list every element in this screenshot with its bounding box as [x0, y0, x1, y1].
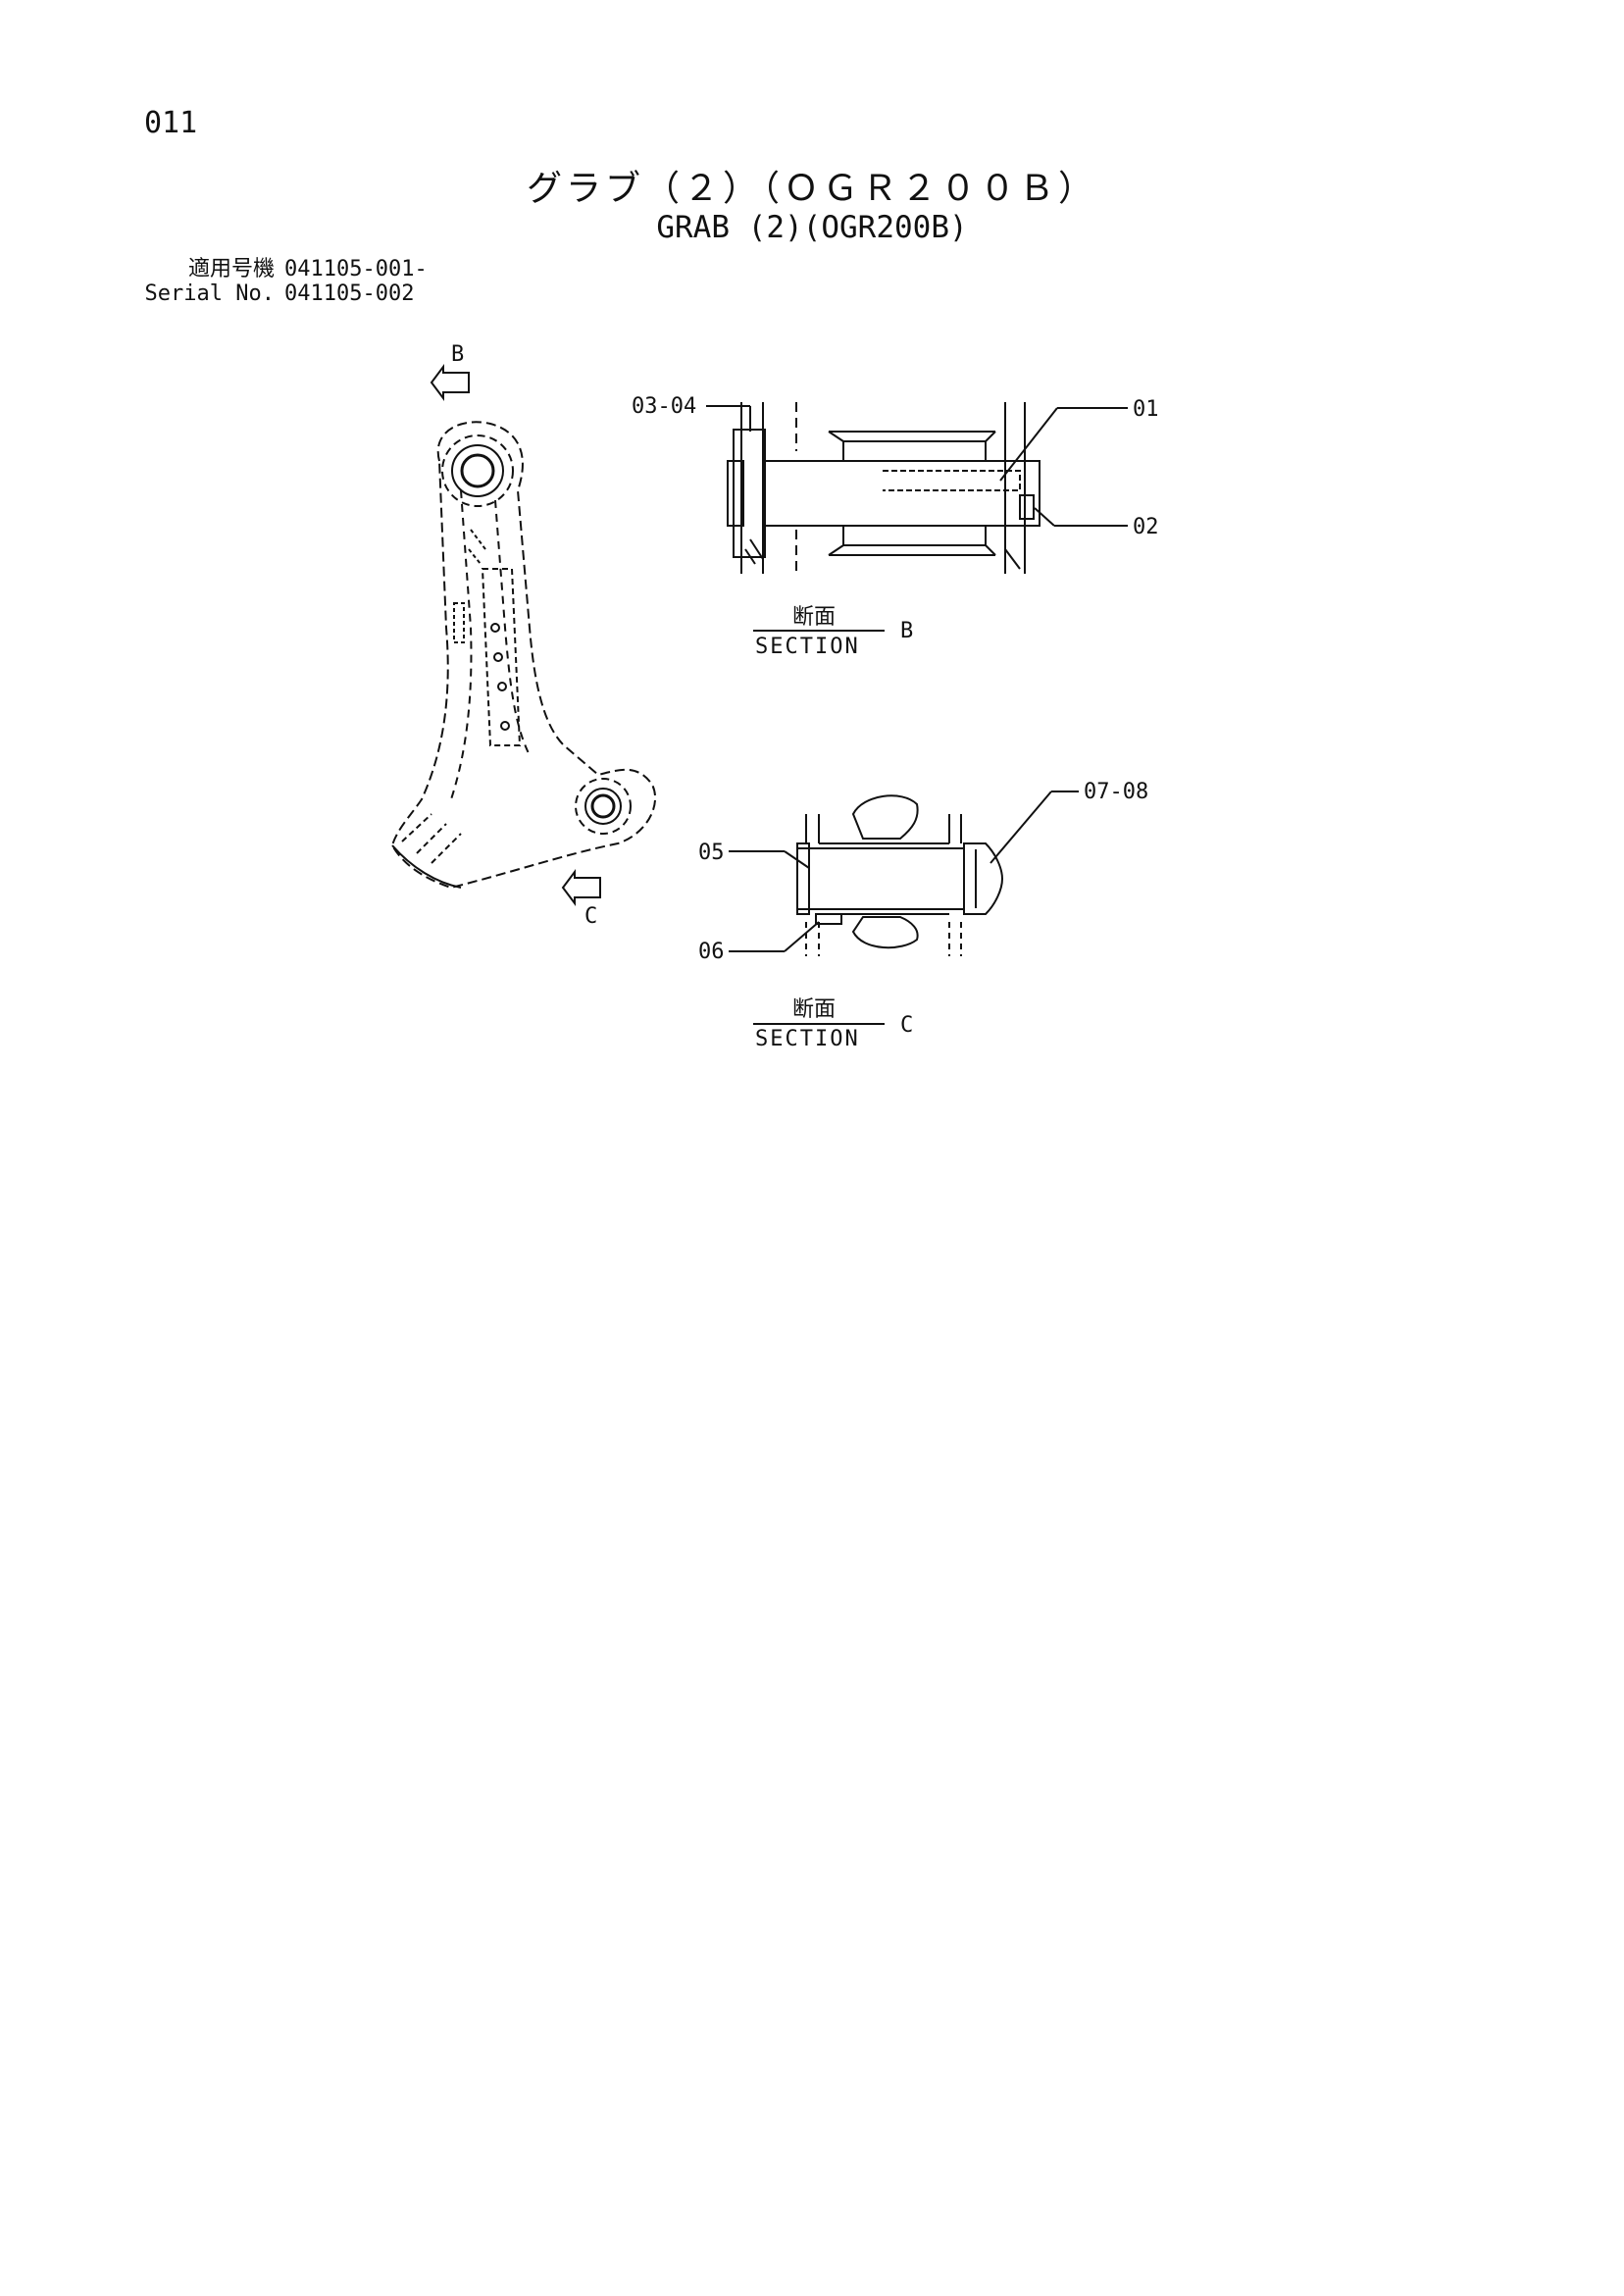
view-marker-b: B: [451, 342, 464, 367]
section-c-label-jp: 断面: [792, 997, 836, 1022]
arrow-left-icon: [561, 869, 601, 906]
section-b-label-en: SECTION: [755, 635, 860, 659]
serial-row-1: 適用号機 041105-001-: [143, 257, 428, 281]
arrow-left-icon: [430, 364, 470, 401]
upper-pin-boss: [451, 444, 504, 497]
pin-body-05: [796, 847, 965, 910]
grab-arm-view: [390, 421, 657, 890]
section-b-label-jp: 断面: [792, 605, 836, 630]
callout-03-04: 03-04: [632, 394, 696, 419]
section-b-drawing: [727, 402, 1040, 574]
serial-label-en: Serial No.: [144, 281, 275, 306]
pin-collar-0304: [733, 429, 766, 558]
callout-05: 05: [698, 841, 725, 865]
hole-icon: [490, 623, 500, 633]
section-b-letter: B: [900, 619, 913, 643]
page-number: 011: [144, 106, 198, 140]
view-marker-c: C: [584, 904, 597, 929]
serial-block: 適用号機 041105-001- Serial No. 041105-002: [143, 257, 428, 306]
view-arrow-b: [430, 364, 470, 401]
pin-head-0708: [963, 842, 1004, 915]
callout-01: 01: [1133, 397, 1159, 422]
lower-pin-boss: [584, 788, 622, 825]
grab-arm-outline: [390, 421, 657, 890]
serial-row-2: Serial No. 041105-002: [143, 281, 428, 306]
serial-value-1: 041105-001-: [284, 257, 428, 281]
washer-06: [815, 913, 842, 925]
callout-06: 06: [698, 940, 725, 964]
grease-fitting-02: [1019, 494, 1035, 520]
view-arrow-c: [561, 869, 601, 906]
section-c-label-en: SECTION: [755, 1027, 860, 1051]
title-english: GRAB (2)(OGR200B): [656, 210, 968, 245]
title-japanese: グラブ（２）（ＯＧＲ２００Ｂ）: [526, 169, 1097, 209]
section-c-letter: C: [900, 1013, 913, 1038]
callout-02: 02: [1133, 515, 1159, 539]
serial-value-2: 041105-002: [284, 281, 415, 306]
callout-07-08: 07-08: [1084, 780, 1148, 804]
section-c-drawing: [796, 794, 1004, 956]
serial-label-jp: 適用号機: [187, 257, 275, 281]
